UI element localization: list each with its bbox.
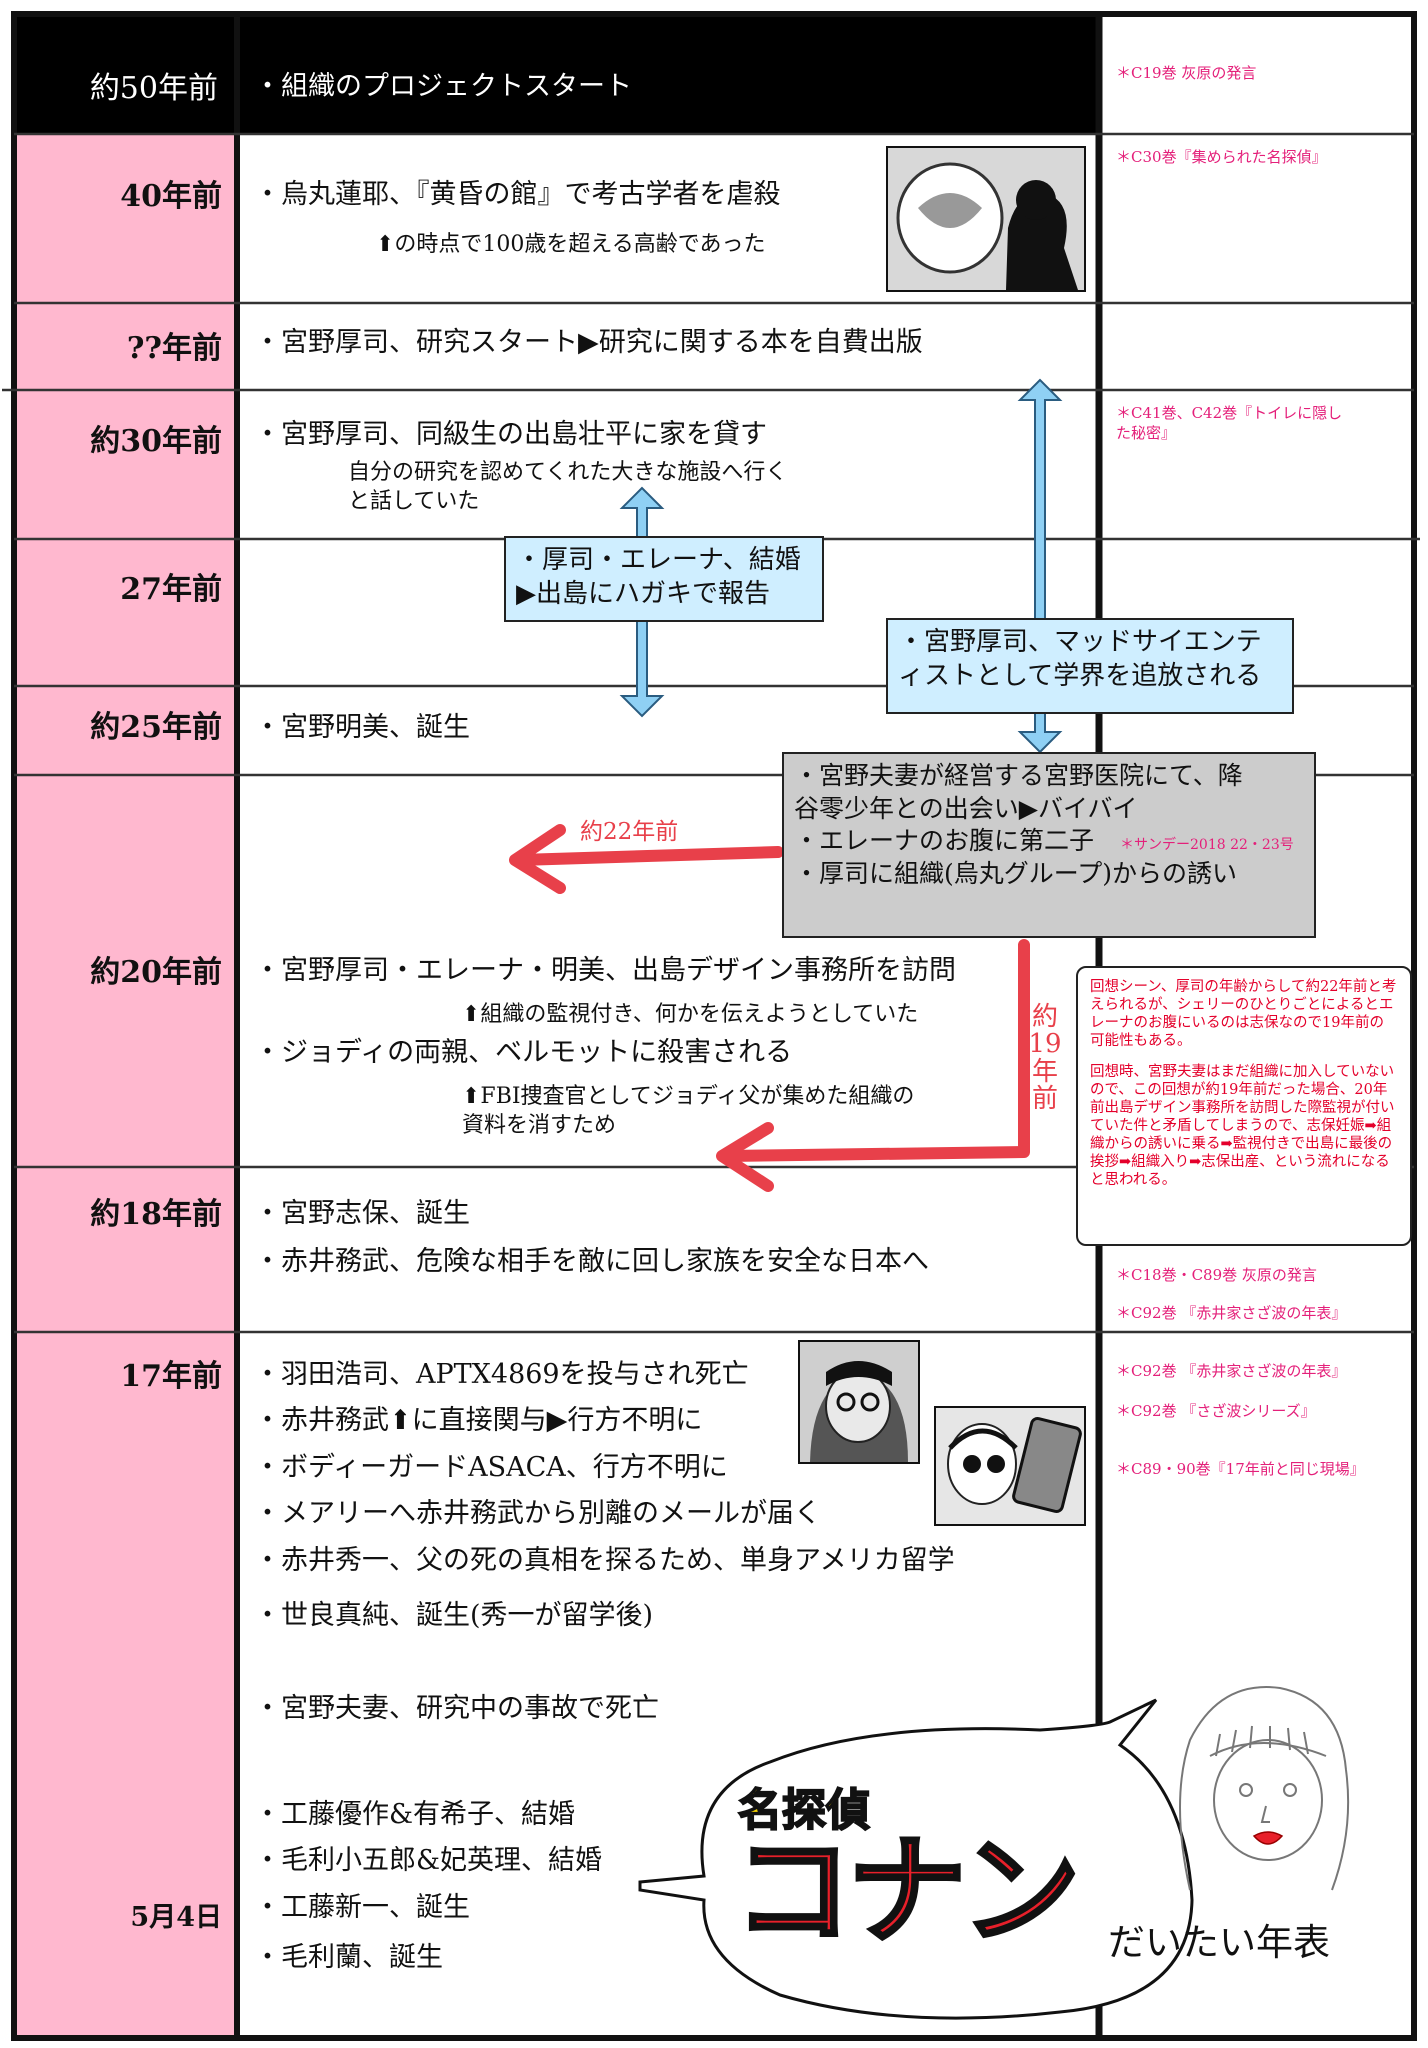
era-label: 約25年前: [90, 710, 222, 745]
expelled-box: ・宮野厚司、マッドサイエンテ ィストとして学界を追放される: [886, 618, 1294, 714]
event-text: ・宮野志保、誕生: [254, 1198, 470, 1229]
gray-event-box: ・宮野夫妻が経営する宮野医院にて、降 谷零少年との出会い▶バイバイ ・エレーナの…: [782, 752, 1316, 938]
era-label: 5月4日: [130, 1902, 222, 1933]
reference-note: た秘密』: [1116, 424, 1177, 442]
red-arrow-label-22: 約22年前: [580, 819, 679, 845]
reference-note: ＊C92巻 『赤井家さざ波の年表』: [1116, 1362, 1347, 1380]
marriage-box: ・厚司・エレーナ、結婚 ▶出島にハガキで報告: [504, 536, 824, 622]
red-arrow-19-head: [716, 1122, 774, 1192]
event-subnote: 資料を消すため: [462, 1113, 617, 1138]
event-text: ・世良真純、誕生(秀一が留学後): [254, 1600, 654, 1631]
red-arrow-22-head: [509, 824, 566, 894]
red-arrow-22: [514, 846, 784, 866]
event-text: ・宮野厚司・エレーナ・明美、出島デザイン事務所を訪問: [254, 955, 956, 986]
era-column-fill: [14, 134, 234, 2038]
red-arrow-label-19: 約 19 年 前: [1028, 1002, 1062, 1114]
event-text: ・毛利蘭、誕生: [254, 1942, 443, 1973]
era-label: 40年前: [120, 179, 222, 214]
reference-note: ＊C19巻 灰原の発言: [1116, 64, 1257, 82]
event-text: ・ジョディの両親、ベルモットに殺害される: [254, 1037, 793, 1068]
era-label: 17年前: [120, 1359, 222, 1394]
event-text: ・赤井秀一、父の死の真相を探るため、単身アメリカ留学: [254, 1545, 955, 1576]
era-label: ??年前: [126, 331, 222, 366]
reference-note: ＊C41巻、C42巻『トイレに隠し: [1116, 404, 1343, 422]
event-subnote: ⬆組織の監視付き、何かを伝えようとしていた: [462, 1002, 919, 1027]
event-text: ・赤井務武⬆に直接関与▶行方不明に: [254, 1405, 703, 1436]
speculation-note: 回想シーン、厚司の年齢からして約22年前と考えられるが、シェリーのひとりごとによ…: [1076, 966, 1412, 1246]
event-subnote: 自分の研究を認めてくれた大きな施設へ行く: [348, 460, 788, 485]
event-subnote: と話していた: [348, 489, 480, 514]
girl-sketch-illustration: [1179, 1686, 1350, 1891]
manga-phone-image: [934, 1406, 1086, 1526]
event-text: ・羽田浩司、APTX4869を投与され死亡: [254, 1359, 749, 1390]
event-text: ・宮野夫妻、研究中の事故で死亡: [254, 1693, 659, 1724]
era-label: 約50年前: [89, 71, 218, 106]
reference-note: ＊C92巻 『赤井家さざ波の年表』: [1116, 1304, 1347, 1322]
era-label: 27年前: [120, 572, 222, 607]
title-subtitle: だいたい年表: [1108, 1921, 1330, 1964]
era-label: 約18年前: [90, 1197, 222, 1232]
event-text: ・工藤新一、誕生: [254, 1892, 470, 1923]
reference-note: ＊C92巻 『さざ波シリーズ』: [1116, 1402, 1316, 1420]
event-text: ・宮野明美、誕生: [254, 712, 470, 743]
reference-note: ＊C89・90巻『17年前と同じ現場』: [1116, 1460, 1365, 1478]
event-text: ・工藤優作&有希子、結婚: [254, 1799, 576, 1830]
event-text: ・宮野厚司、同級生の出島壮平に家を貸す: [254, 419, 767, 450]
reference-note: ＊C30巻『集められた名探偵』: [1116, 148, 1327, 166]
red-arrow-19: [722, 939, 1030, 1162]
era-label: 約20年前: [90, 955, 222, 990]
event-text: ・烏丸蓮耶、『黄昏の館』で考古学者を虐殺: [254, 179, 781, 210]
event-text: ・メアリーへ赤井務武から別離のメールが届く: [254, 1498, 821, 1529]
era-label: 約30年前: [90, 424, 222, 459]
event-subnote: ⬆の時点で100歳を超える高齢であった: [376, 232, 766, 257]
event-text: ・毛利小五郎&妃英理、結婚: [254, 1845, 603, 1876]
event-text: ・赤井務武、危険な相手を敵に回し家族を安全な日本へ: [254, 1246, 929, 1277]
event-text: ・宮野厚司、研究スタート▶研究に関する本を自費出版: [254, 327, 923, 358]
gray-box-reference: ＊サンデー2018 22・23号: [1120, 837, 1294, 853]
header-bar: [14, 14, 1099, 134]
reference-note: ＊C18巻・C89巻 灰原の発言: [1116, 1266, 1317, 1284]
event-subnote: ⬆FBI捜査官としてジョディ父が集めた組織の: [462, 1084, 915, 1109]
manga-character-image: [798, 1340, 920, 1464]
title-detective: 名探偵: [737, 1784, 871, 1837]
title-logo: コナン: [732, 1822, 1082, 1960]
event-text: ・ボディーガードASACA、行方不明に: [254, 1452, 728, 1483]
event-text: ・組織のプロジェクトスタート: [254, 71, 632, 102]
manga-panel-image: [886, 146, 1086, 292]
